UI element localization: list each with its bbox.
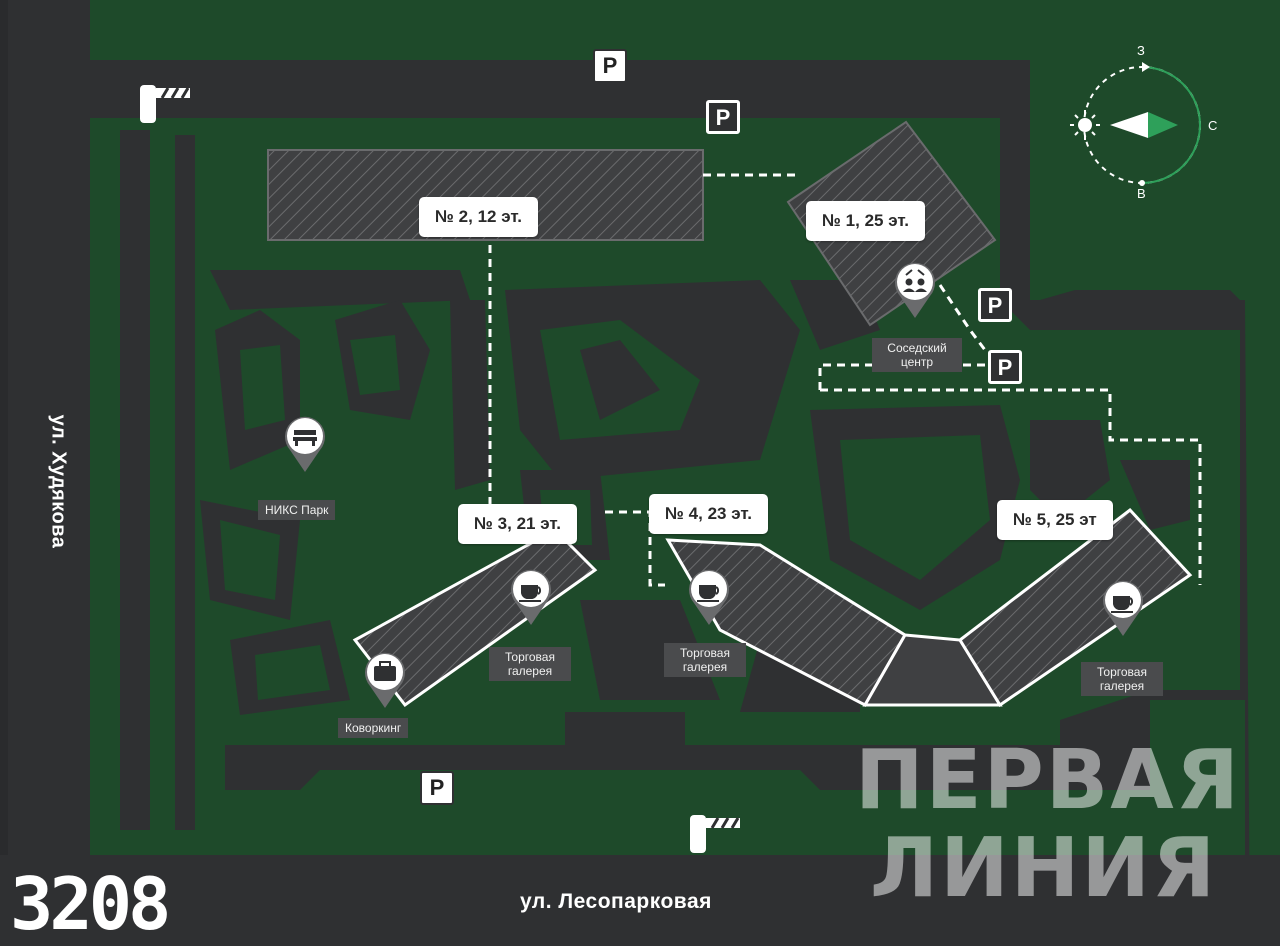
road-west <box>8 60 90 855</box>
building-4-tag[interactable]: № 4, 23 эт. <box>649 494 768 534</box>
building-1-tag[interactable]: № 1, 25 эт. <box>806 201 925 241</box>
street-label-south: ул. Лесопарковая <box>520 890 712 913</box>
gallery-label-3: Торговая галерея <box>489 647 571 681</box>
green-zone-right <box>1245 300 1280 945</box>
dashed-routes <box>488 173 1202 587</box>
barrier-icon-north <box>140 85 190 123</box>
neighbor-center-label: Соседский центр <box>872 338 962 372</box>
watermark-line-1: ПЕРВАЯ <box>855 733 1241 828</box>
coworking-label: Коворкинг <box>338 718 409 738</box>
gallery-label-5: Торговая галерея <box>1081 662 1163 696</box>
park-pin[interactable] <box>282 412 328 474</box>
road-north <box>90 60 1030 118</box>
coffee-cup-icon <box>521 585 538 600</box>
parking-icon-south: P <box>420 771 454 805</box>
parking-icon-north: P <box>593 49 627 83</box>
building-2-tag[interactable]: № 2, 12 эт. <box>419 197 538 237</box>
sun-icon <box>1078 118 1092 132</box>
compass-needle-west <box>1110 112 1148 138</box>
briefcase-icon <box>374 666 396 681</box>
compass-label-north: З <box>1137 43 1145 58</box>
coffee-cup-icon <box>699 585 716 600</box>
bench-icon <box>294 430 316 435</box>
watermark-line-2: ЛИНИЯ <box>870 821 1218 916</box>
gallery-label-4: Торговая галерея <box>664 643 746 677</box>
parking-icon-north-inner: P <box>706 100 740 134</box>
coworking-pin[interactable] <box>362 648 408 710</box>
compass-needle-east <box>1148 112 1178 138</box>
building-3-tag[interactable]: № 3, 21 эт. <box>458 504 577 544</box>
compass-label-south: В <box>1137 186 1146 201</box>
coffee-cup-icon <box>1113 596 1130 611</box>
compass <box>1070 62 1202 186</box>
corner-id: 3208 <box>10 862 171 946</box>
barrier-icon-south <box>690 815 740 853</box>
parking-icon-east-1: P <box>978 288 1012 322</box>
neighbor-center-pin[interactable] <box>892 258 938 320</box>
compass-label-east: С <box>1208 118 1218 133</box>
park-label: НИКС Парк <box>258 500 336 520</box>
street-label-west: ул. Худякова <box>47 414 70 549</box>
gallery-pin-5[interactable] <box>1100 576 1146 638</box>
gallery-pin-3[interactable] <box>508 565 554 627</box>
building-5-footprint <box>958 507 1193 708</box>
road-south <box>0 855 1280 945</box>
building-2-footprint <box>267 149 704 241</box>
green-zone-right-low <box>1150 700 1245 855</box>
building-5-tag[interactable]: № 5, 25 эт <box>997 500 1113 540</box>
road-bottom-parking <box>225 745 1150 790</box>
parking-icon-east-2: P <box>988 350 1022 384</box>
gallery-pin-4[interactable] <box>686 565 732 627</box>
